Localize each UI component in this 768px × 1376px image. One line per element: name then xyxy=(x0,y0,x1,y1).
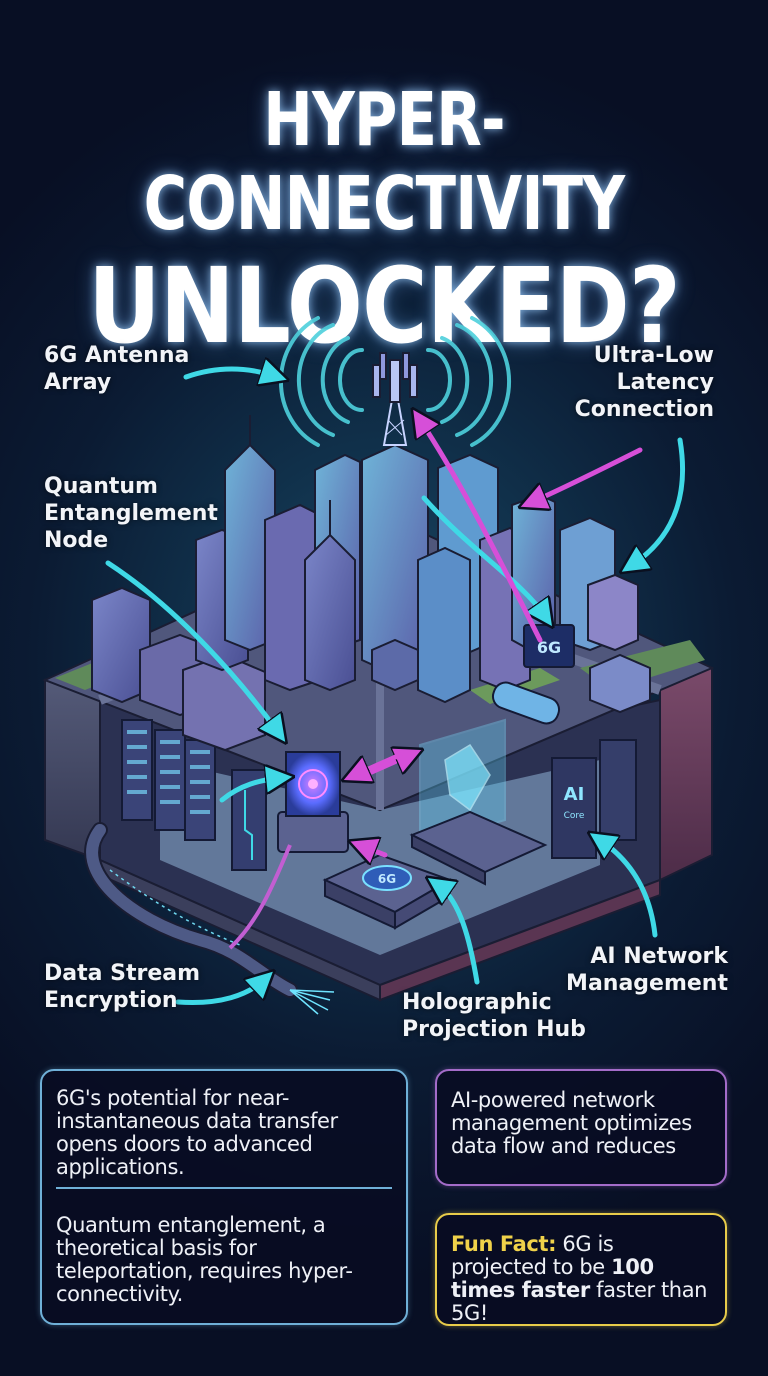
fun-fact-highlight: 100 times faster xyxy=(451,1255,654,1302)
server-racks xyxy=(121,719,267,871)
fun-fact-text: Fun Fact: 6G is projected to be 100 time… xyxy=(451,1233,711,1325)
card-text-quantum-entanglement: Quantum entanglement, a theoretical basi… xyxy=(56,1213,353,1306)
6g-billboard: 6G xyxy=(523,624,575,668)
hub-6g-label: 6G xyxy=(378,872,396,886)
callout-holographic-projection-hub: Holographic Projection Hub xyxy=(402,990,586,1042)
info-card-6g-quantum: 6G's potential for near-instantaneous da… xyxy=(40,1069,408,1325)
callout-data-stream-encryption: Data Stream Encryption xyxy=(44,961,201,1013)
fun-fact-text-after: faster than 5G! xyxy=(451,1278,708,1325)
callout-6g-antenna-array: 6G Antenna Array xyxy=(44,343,190,395)
ai-core-server: AI Core xyxy=(551,739,637,859)
title-line-2: UNLOCKED? xyxy=(88,245,681,367)
smart-city-illustration: 6G AI Core xyxy=(42,316,715,1015)
card-text-ai-network: AI-powered network management optimizes … xyxy=(451,1088,692,1158)
fun-fact-text-before: 6G is projected to be xyxy=(451,1232,614,1279)
ai-core-label: AI xyxy=(564,784,585,805)
billboard-6g-label: 6G xyxy=(537,638,561,657)
infographic-title: HYPER-CONNECTIVITY UNLOCKED? xyxy=(0,78,768,362)
ai-core-sublabel: Core xyxy=(564,811,585,821)
fun-fact-label: Fun Fact: xyxy=(451,1232,557,1256)
callout-ultra-low-latency: Ultra-Low Latency Connection xyxy=(574,343,714,422)
transit-pod xyxy=(491,681,561,725)
holographic-projection-display xyxy=(409,718,548,886)
city-buildings xyxy=(91,352,651,752)
callout-ai-network-management: AI Network Management xyxy=(566,944,728,996)
callout-arrows-cyan xyxy=(105,369,686,1006)
title-line-1: HYPER-CONNECTIVITY xyxy=(143,77,625,247)
card-text-6g-potential: 6G's potential for near-instantaneous da… xyxy=(56,1086,338,1179)
info-card-ai-network: AI-powered network management optimizes … xyxy=(435,1069,727,1186)
info-card-fun-fact: Fun Fact: 6G is projected to be 100 time… xyxy=(435,1213,727,1326)
callout-quantum-entanglement-node: Quantum Entanglement Node xyxy=(44,474,218,553)
card-divider xyxy=(56,1187,392,1189)
callout-arrows-magenta xyxy=(355,420,643,855)
